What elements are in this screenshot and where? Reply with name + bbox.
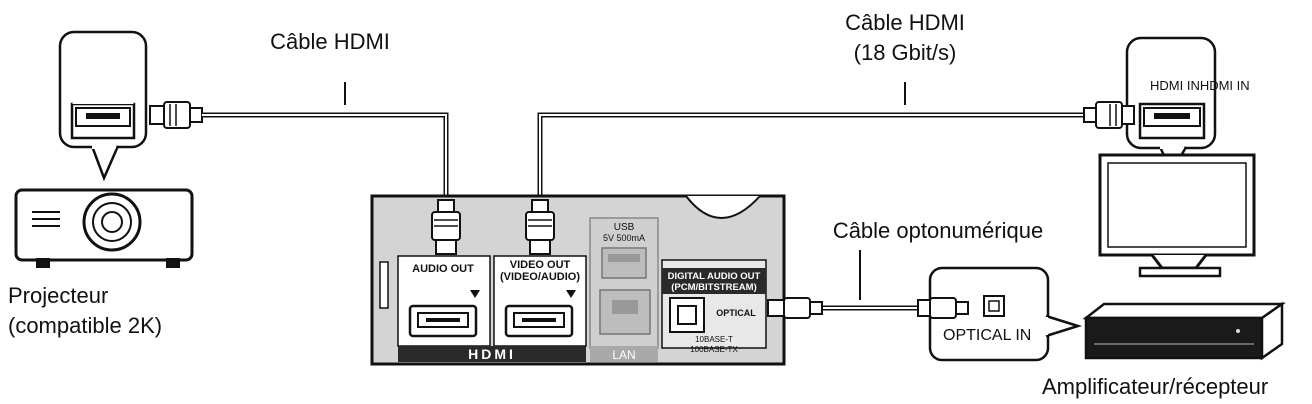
video-out-label-line2: (VIDEO/AUDIO) <box>500 271 580 283</box>
audio-out-label: AUDIO OUT <box>412 263 474 275</box>
usb-note-line1: USB <box>614 222 635 233</box>
amplifier-label: Amplificateur/récepteur <box>1042 374 1268 399</box>
hdmi-cable-left <box>202 82 449 200</box>
projector-icon <box>14 188 194 268</box>
hdmi-cable-right <box>537 82 1085 200</box>
lan-label: LAN <box>612 348 635 362</box>
tv-icon <box>1098 153 1256 278</box>
lan-note-line2: 100BASE-TX <box>690 345 738 354</box>
amplifier-optical-plug <box>917 297 969 319</box>
amp-optical-in-label: OPTICAL IN <box>943 327 1031 344</box>
projector-hdmi-callout <box>58 30 148 182</box>
amplifier-optical-callout <box>928 266 1083 362</box>
player-optical-plug <box>767 297 823 319</box>
digital-audio-label-line2: (PCM/BITSTREAM) <box>671 282 757 293</box>
digital-audio-label-line1: DIGITAL AUDIO OUT <box>668 271 761 282</box>
projector-hdmi-plug <box>149 101 203 129</box>
video-out-label-line1: VIDEO OUT <box>510 259 571 271</box>
player-rear-panel <box>370 194 786 366</box>
hdmi-cable-right-label-line1: Câble HDMI <box>845 10 965 35</box>
usb-note-line2: 5V 500mA <box>603 233 645 243</box>
lan-note-line1: 10BASE-T <box>695 335 733 344</box>
optical-cable <box>822 250 920 311</box>
optical-label: OPTICAL <box>716 308 756 318</box>
tv-hdmi-plug <box>1083 101 1135 129</box>
hdmi-cable-left-label: Câble HDMI <box>270 29 390 54</box>
tv-hdmi-callout <box>1125 36 1217 175</box>
projector-label-line2: (compatible 2K) <box>8 313 162 338</box>
hdmi-cable-right-label-line2: (18 Gbit/s) <box>854 40 957 65</box>
player-hdmi-plug-video-out <box>525 199 555 255</box>
amplifier-icon <box>1082 301 1286 361</box>
optical-cable-label: Câble optonumérique <box>833 218 1043 243</box>
player-hdmi-plug-audio-out <box>431 199 461 255</box>
projector-label-line1: Projecteur <box>8 283 108 308</box>
hdmi-logo: HDMI <box>468 346 516 362</box>
tv-hdmi-in-label: HDMI INHDMI IN <box>1150 78 1250 93</box>
